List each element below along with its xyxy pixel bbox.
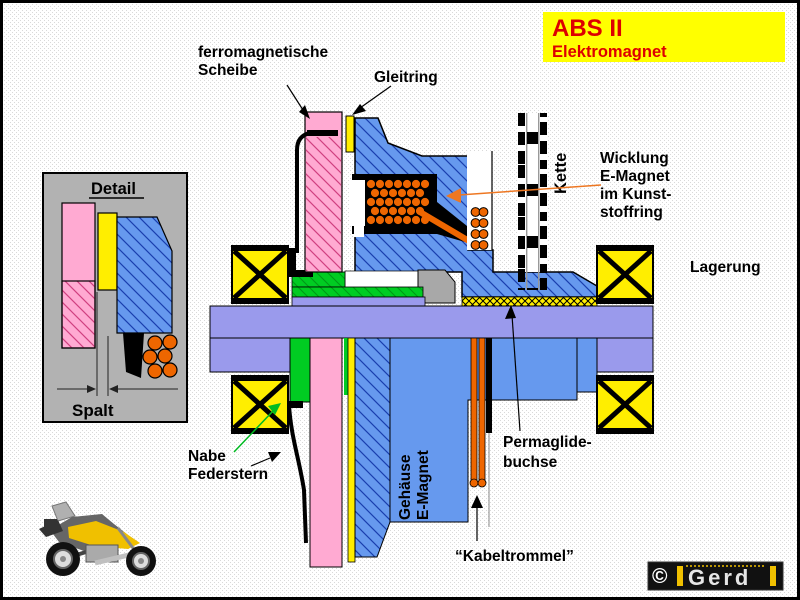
logo-text: Gerd [688,565,751,590]
ferro-arrowhead [299,105,310,119]
housing-lower-hatched [354,337,391,558]
coil-notch [354,226,364,237]
page-title: ABS II [552,15,623,42]
ferro-label-1: ferromagnetische [198,44,328,61]
bearings [231,245,654,434]
ferro-label-2: Scheibe [198,62,258,79]
wicklung-label-3: im Kunst- [600,186,671,203]
ferro-disc-bar [307,130,338,136]
lagerung-label: Lagerung [690,259,761,276]
coil-assembly [350,151,493,250]
gap-dimension [57,292,178,396]
detail-title: Detail [91,180,136,198]
gehaeuse-label-2: E-Magnet [415,450,432,520]
federstern-arrowhead [268,452,281,462]
motorcycle-image [39,501,156,576]
annotations: ferromagnetische Scheibe Gleitring Kette… [188,44,761,565]
copyright-icon: © [652,565,668,588]
hub-bracket-v [288,248,296,277]
bike-exhaust [94,552,130,566]
detail-disc-hatch [61,280,96,349]
logo-bar-right [770,566,776,586]
gerd-logo: © Gerd [647,561,784,591]
disc-assembly [288,111,426,307]
coil-windings [365,178,431,226]
ferro-arrow-line [286,84,304,111]
detail-inset: Detail Spalt [42,172,188,423]
detail-housing [116,216,173,334]
gleitring-arrowhead [352,104,366,115]
bearing-upper-right [596,245,654,304]
title-box-bg [543,12,785,62]
shaft [209,305,654,373]
permaglide-arrow-line [511,314,521,432]
gap-arrow-left [109,385,118,393]
coil-terminal-black [437,202,472,244]
nabe-arrowhead [268,403,281,415]
permaglide-label-2: buchse [503,454,558,471]
federstern-foot [287,401,303,408]
permaglide-label-1: Permaglide- [503,434,592,451]
green-sliver [344,338,348,395]
kabeltrommel-arrowhead [471,495,483,508]
hub-green-lower [291,286,424,298]
cable-end-2 [477,478,487,488]
ferro-disc-lower [309,337,343,568]
gleitring-lower [347,337,356,563]
cable-wire-1 [470,337,478,483]
nabe-green [289,337,311,403]
shaft-lower-left [209,337,291,373]
shaft-lower-right [596,337,654,373]
hub-sleeve [291,296,426,307]
kette-label: Kette [552,153,570,194]
wicklung-label-2: E-Magnet [600,168,670,185]
nabe-label: Nabe [188,448,226,465]
lower-assembly [287,337,598,568]
page-subtitle: Elektromagnet [552,43,667,61]
wicklung-label-4: stoffring [600,204,663,221]
cable-black-bar [486,338,492,433]
detail-coil [142,334,178,379]
wicklung-arrow-line [458,184,602,196]
gehaeuse-step [576,337,598,393]
logo-bar-left [677,566,683,586]
gehaeuse-label-1: Gehäuse [397,454,414,520]
housing-section [354,117,598,298]
gleitring-part [345,115,355,153]
cable-wire-2 [478,337,486,483]
wicklung-label-1: Wicklung [600,150,669,167]
shaft-upper [209,305,654,339]
permaglide-arrowhead [505,305,516,319]
cable-end-1 [469,478,479,488]
federstern-arrow-line [250,457,271,467]
drum-cable-turns [470,207,489,250]
wicklung-arrowhead [446,188,461,203]
bike-tail [44,519,57,527]
gap-arrow-right [87,385,96,393]
bearing-lower-right [596,375,654,434]
coil-wire [418,209,471,244]
hub-bracket-h [288,270,313,277]
detail-gleitring [97,212,118,291]
bike-tank [68,521,140,549]
coil-pocket [350,180,365,226]
detail-black-wedge [123,333,144,378]
federstern-upper [295,131,311,253]
federstern-label: Federstern [188,466,268,483]
federstern-lower [287,404,308,544]
bearing-upper-left [231,245,289,304]
gleitring-label: Gleitring [374,69,438,86]
ferro-disc-hatch [306,137,341,271]
gleitring-arrow-line [359,85,392,109]
kabeltrommel-label: “Kabeltrommel” [455,548,574,565]
windscreen [51,501,76,522]
spalt-label: Spalt [72,401,114,420]
chain-links [518,113,547,290]
chain [518,113,547,290]
permaglide-strip [461,296,598,307]
nabe-arrow-line [233,410,274,453]
title-box: ABS II Elektromagnet [543,12,785,62]
